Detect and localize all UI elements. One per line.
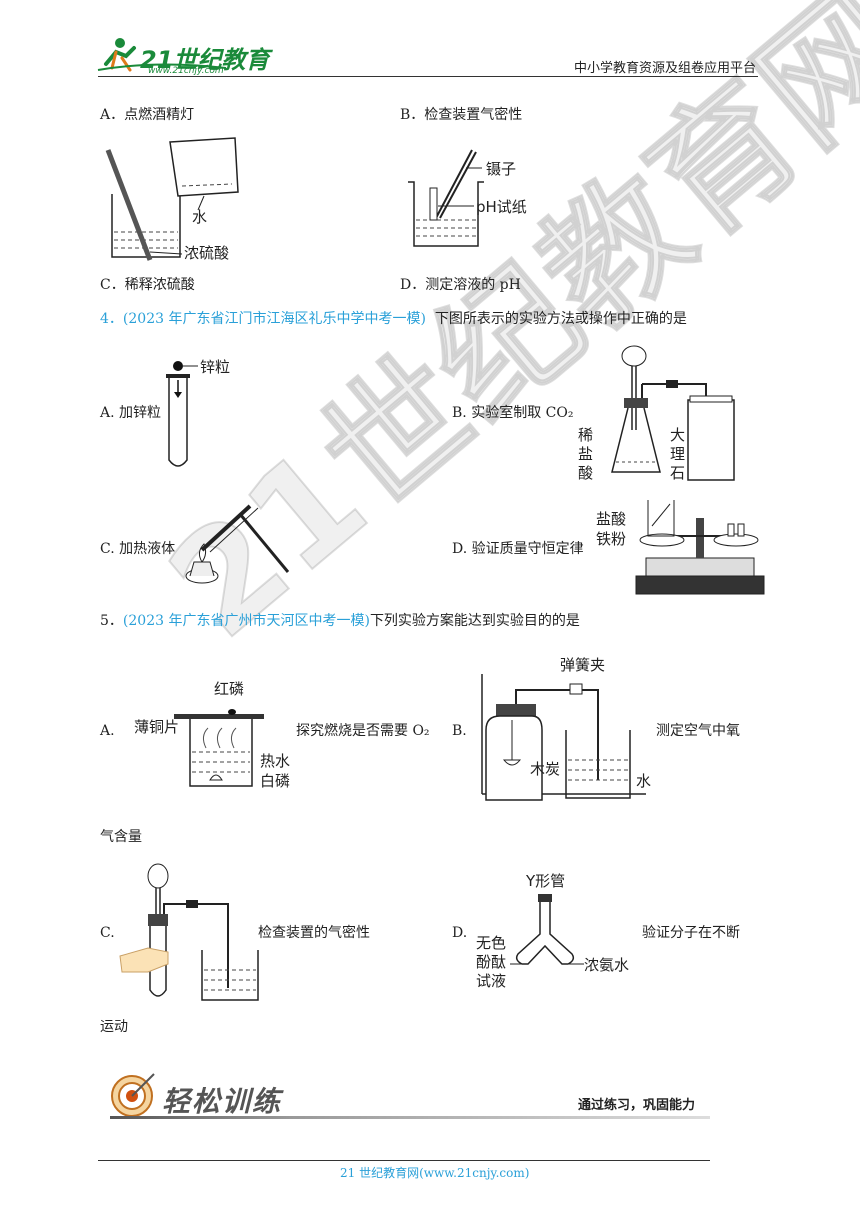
q4-option-c: C. 加热液体 — [100, 541, 176, 557]
q3-option-b: B．检查装置气密性 — [400, 107, 523, 123]
q3-image-dilute-acid — [105, 137, 239, 261]
q4b-marble-char-1: 大 — [670, 426, 686, 444]
q5-image-airtightness — [119, 863, 259, 1001]
q5-number: 5． — [100, 613, 123, 629]
q4b-marble-label: 大 理 石 — [670, 426, 685, 483]
q5-option-c-text: 检查装置的气密性 — [258, 925, 370, 941]
q5-image-combustion — [174, 709, 264, 787]
q5-option-a-text: 探究燃烧是否需要 O₂ — [296, 723, 430, 739]
q4b-acid-char-2: 盐 — [578, 445, 594, 463]
q3d-tweezers-label: 镊子 — [486, 160, 517, 178]
q5-option-a-letter: A. — [100, 723, 115, 739]
q4-question: 下图所表示的实验方法或操作中正确的是 — [434, 311, 687, 327]
q5d-left-line-2: 酚酞 — [476, 953, 507, 971]
header-logo — [96, 34, 266, 76]
q5d-phenolphthalein-label: 无色 酚酞 试液 — [476, 934, 506, 991]
q5d-ytube-label: Y形管 — [526, 872, 566, 890]
q4-option-b: B. 实验室制取 CO₂ — [452, 405, 574, 421]
q4-image-balance — [635, 500, 765, 595]
q3-image-ph-test — [408, 149, 484, 247]
q5-option-b-text: 测定空气中氧 — [656, 723, 740, 739]
q5-option-c-letter: C. — [100, 925, 115, 941]
q5-option-b-letter: B. — [452, 723, 467, 739]
banner-title: 轻松训练 — [162, 1085, 283, 1118]
q5d-left-line-3: 试液 — [476, 972, 507, 990]
q3d-paper-label: pH试纸 — [476, 198, 527, 216]
q4-option-d: D. 验证质量守恒定律 — [452, 541, 584, 557]
q5-option-d-text: 验证分子在不断 — [642, 925, 740, 941]
q3-option-d: D．测定溶液的 pH — [400, 277, 521, 293]
logo-url: www.21cnjy.com — [148, 66, 224, 76]
q4b-marble-char-3: 石 — [670, 464, 686, 482]
q5-image-y-tube — [510, 894, 584, 965]
q5a-copper-sheet: 薄铜片 — [134, 718, 180, 736]
q5-image-oxygen-measure — [481, 674, 646, 801]
q5-option-b-continued: 气含量 — [100, 829, 142, 845]
q3c-acid-label: 浓硫酸 — [184, 244, 230, 262]
q3-option-c: C．稀释浓硫酸 — [100, 277, 195, 293]
q4b-acid-char-3: 酸 — [578, 464, 594, 482]
q4a-zinc-label: 锌粒 — [200, 358, 231, 376]
platform-name: 中小学教育资源及组卷应用平台 — [574, 61, 757, 76]
header-divider — [98, 76, 758, 77]
q5d-left-line-1: 无色 — [476, 934, 507, 952]
banner-slogan: 通过练习，巩固能力 — [578, 1098, 696, 1113]
q4-number: 4． — [100, 311, 123, 327]
footer-divider — [98, 1160, 710, 1161]
q3-option-a: A．点燃酒精灯 — [100, 107, 195, 123]
q5-option-d-continued: 运动 — [100, 1019, 128, 1035]
runner-logo-icon — [97, 38, 227, 72]
target-icon — [111, 1073, 155, 1117]
q5b-charcoal-label: 木炭 — [530, 760, 561, 778]
banner-underline — [110, 1116, 710, 1119]
training-banner: 轻松训练 通过练习，巩固能力 — [100, 1066, 712, 1124]
q4-stem: 4．(2023 年广东省江门市江海区礼乐中学中考一模) 下图所表示的实验方法或操… — [100, 310, 687, 328]
q3c-water-label: 水 — [192, 208, 208, 226]
q4b-marble-char-2: 理 — [670, 445, 686, 463]
q4-option-a: A. 加锌粒 — [100, 405, 162, 421]
logo-text: 21世纪教育 — [140, 46, 270, 74]
q5a-white-phosphorus: 白磷 — [260, 772, 291, 790]
q5b-water-label: 水 — [636, 772, 652, 790]
q4-image-co2-apparatus — [611, 345, 735, 481]
q5d-ammonia-label: 浓氨水 — [584, 956, 630, 974]
q5-question: 下列实验方案能达到实验目的的是 — [369, 613, 580, 629]
q4b-acid-label: 稀 盐 酸 — [578, 426, 593, 483]
q4-image-zinc-tube — [166, 361, 198, 467]
q4-image-heating-liquid — [185, 504, 290, 584]
q4d-iron-label: 铁粉 — [596, 530, 627, 548]
q5-option-d-letter: D. — [452, 925, 468, 941]
q5a-hot-water: 热水 — [260, 752, 291, 770]
q5a-red-phosphorus: 红磷 — [214, 680, 245, 698]
footer-text: 21 世纪教育网(www.21cnjy.com) — [340, 1166, 530, 1180]
q4-source: (2023 年广东省江门市江海区礼乐中学中考一模) — [122, 311, 426, 327]
q4b-acid-char-1: 稀 — [578, 426, 594, 444]
q5-source: (2023 年广东省广州市天河区中考一模) — [122, 613, 370, 629]
q4d-acid-label: 盐酸 — [596, 510, 627, 528]
q5-stem: 5．(2023 年广东省广州市天河区中考一模)下列实验方案能达到实验目的的是 — [100, 612, 580, 630]
q5b-clip-label: 弹簧夹 — [560, 656, 606, 674]
